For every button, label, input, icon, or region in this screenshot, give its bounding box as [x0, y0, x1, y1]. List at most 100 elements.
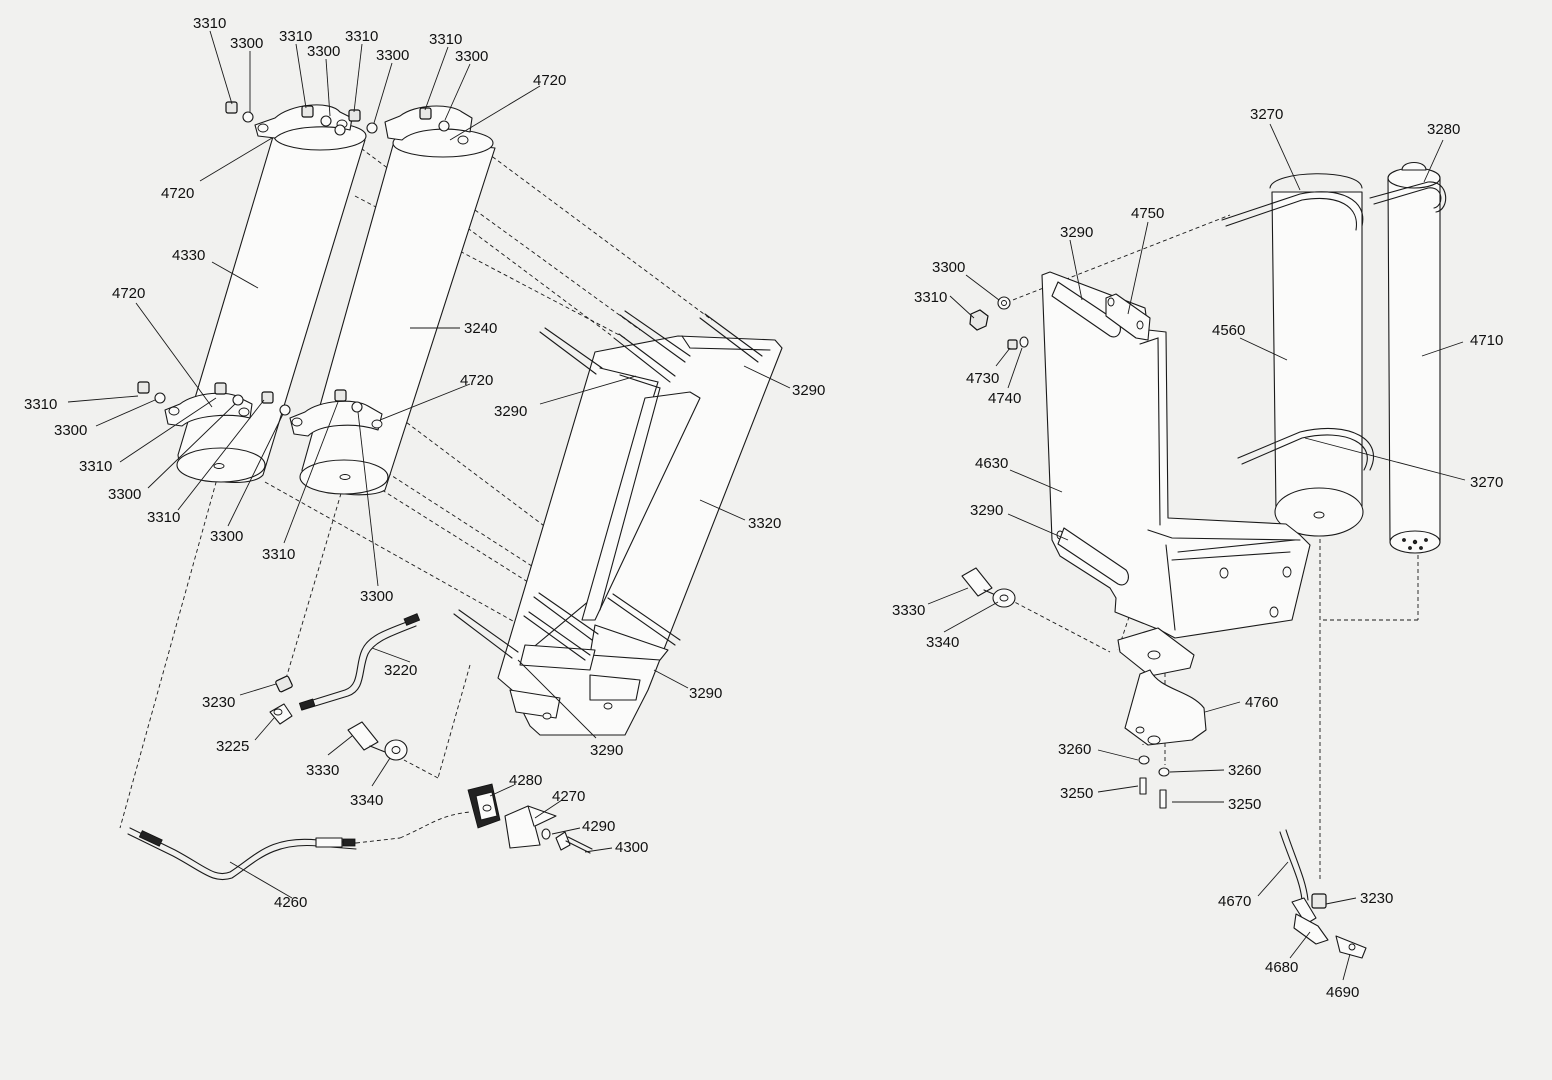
label-3310: 3310 — [279, 28, 312, 45]
label-4330: 4330 — [172, 247, 205, 264]
label-4720: 4720 — [161, 185, 194, 202]
label-4670: 4670 — [1218, 893, 1251, 910]
label-3270: 3270 — [1470, 474, 1503, 491]
washer-3340 — [384, 739, 408, 761]
label-4750: 4750 — [1131, 205, 1164, 222]
nuts-washers-bottom — [137, 381, 363, 416]
label-4300: 4300 — [615, 839, 648, 856]
label-3320: 3320 — [748, 515, 781, 532]
label-4730: 4730 — [966, 370, 999, 387]
label-3300: 3300 — [932, 259, 965, 276]
label-3310: 3310 — [79, 458, 112, 475]
label-4720: 4720 — [460, 372, 493, 389]
bracket-4630 — [1041, 271, 1311, 639]
label-3300: 3300 — [230, 35, 263, 52]
part-labels: 3310 3300 3310 3300 3310 3300 3310 3300 … — [24, 15, 1503, 1001]
fitting-4680 — [1293, 913, 1329, 945]
label-3290: 3290 — [792, 382, 825, 399]
bolt-3330 — [347, 721, 386, 753]
label-3310: 3310 — [24, 396, 57, 413]
label-4560: 4560 — [1212, 322, 1245, 339]
label-3250: 3250 — [1228, 796, 1261, 813]
label-3250: 3250 — [1060, 785, 1093, 802]
nut-3310 — [969, 309, 989, 331]
hose-4670 — [1279, 829, 1317, 925]
clip-4750 — [1105, 293, 1151, 341]
label-4740: 4740 — [988, 390, 1021, 407]
label-4720: 4720 — [112, 285, 145, 302]
clip-3280 — [1369, 181, 1447, 213]
nuts-washers-top — [225, 101, 450, 136]
label-3290: 3290 — [1060, 224, 1093, 241]
label-4260: 4260 — [274, 894, 307, 911]
label-3230: 3230 — [202, 694, 235, 711]
fitting-3230 — [275, 675, 293, 693]
label-3310: 3310 — [262, 546, 295, 563]
washer-3300 — [997, 296, 1011, 310]
label-3310: 3310 — [147, 509, 180, 526]
label-3240: 3240 — [464, 320, 497, 337]
rod-3270-bottom — [1237, 428, 1375, 471]
label-4720: 4720 — [533, 72, 566, 89]
label-4680: 4680 — [1265, 959, 1298, 976]
fitting-4690 — [1335, 935, 1367, 959]
label-3310: 3310 — [914, 289, 947, 306]
label-3260: 3260 — [1228, 762, 1261, 779]
block-4280 — [467, 783, 501, 829]
label-3340: 3340 — [350, 792, 383, 809]
washers-3260 — [1138, 755, 1170, 777]
label-4280: 4280 — [509, 772, 542, 789]
bracket-plate-3320 — [497, 335, 783, 736]
label-3225: 3225 — [216, 738, 249, 755]
label-3300: 3300 — [210, 528, 243, 545]
label-3260: 3260 — [1058, 741, 1091, 758]
label-3330: 3330 — [892, 602, 925, 619]
slot-plate-3290-bottom — [1057, 527, 1129, 586]
left-assembly — [119, 101, 783, 881]
cylinder-4710 — [1387, 161, 1441, 554]
label-4760: 4760 — [1245, 694, 1278, 711]
label-4690: 4690 — [1326, 984, 1359, 1001]
pins-lower — [453, 592, 681, 661]
screws-3250 — [1139, 777, 1167, 809]
washer-3340-right — [992, 588, 1016, 608]
label-3220: 3220 — [384, 662, 417, 679]
right-assembly — [961, 161, 1447, 959]
label-3330: 3330 — [306, 762, 339, 779]
label-3290: 3290 — [590, 742, 623, 759]
label-3340: 3340 — [926, 634, 959, 651]
washer-4290 — [541, 828, 551, 840]
fitting-3225 — [269, 703, 293, 725]
leader-lines — [67, 30, 1466, 981]
label-3300: 3300 — [108, 486, 141, 503]
label-3300: 3300 — [360, 588, 393, 605]
label-3270: 3270 — [1250, 106, 1283, 123]
bracket-4270 — [504, 805, 557, 849]
label-4630: 4630 — [975, 455, 1008, 472]
label-3300: 3300 — [376, 47, 409, 64]
label-3290: 3290 — [970, 502, 1003, 519]
washer-4740 — [1019, 336, 1029, 348]
hose-3220 — [298, 613, 421, 711]
bracket-4760 — [1117, 627, 1207, 746]
label-3300: 3300 — [54, 422, 87, 439]
cylinder-4560 — [1271, 191, 1364, 537]
fitting-3230-right — [1311, 893, 1327, 909]
label-3310: 3310 — [193, 15, 226, 32]
bolt-4300 — [555, 831, 593, 854]
label-3290: 3290 — [494, 403, 527, 420]
label-3300: 3300 — [307, 43, 340, 60]
label-3310: 3310 — [345, 28, 378, 45]
label-3280: 3280 — [1427, 121, 1460, 138]
bolt-3330-right — [961, 567, 999, 597]
label-3290: 3290 — [689, 685, 722, 702]
label-4710: 4710 — [1470, 332, 1503, 349]
hose-4260 — [127, 827, 357, 881]
rod-3270-top — [1221, 173, 1364, 231]
label-3310: 3310 — [429, 31, 462, 48]
label-4290: 4290 — [582, 818, 615, 835]
label-3300: 3300 — [455, 48, 488, 65]
nut-4730 — [1007, 339, 1018, 350]
pins-upper — [539, 310, 763, 383]
